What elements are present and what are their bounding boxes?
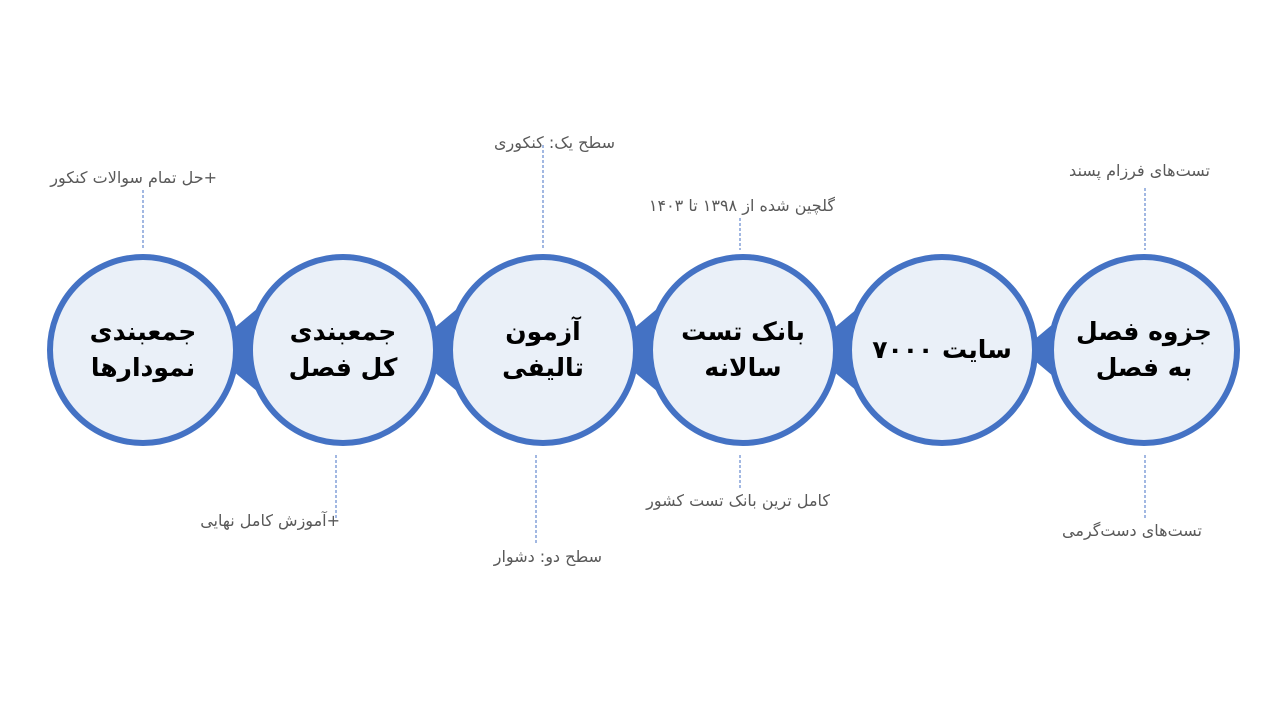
step-3-circle <box>647 254 839 446</box>
step-4-top-note: سطح یک: کنکوری <box>494 133 615 152</box>
step-1-circle <box>1048 254 1240 446</box>
step-1-title: جزوه فصل به فصل <box>1076 317 1212 382</box>
step-1-bottom-note: تست‌های دست‌گرمی <box>1062 521 1202 540</box>
step-1-top-note: تست‌های فرزام پسند <box>1069 161 1210 180</box>
step-6-top-note: +حل تمام سوالات کنکور <box>50 168 217 187</box>
step-4-title: آزمون تالیفی <box>502 317 584 382</box>
step-6-title: جمعبندی نمودارها <box>89 317 197 382</box>
step-5-circle <box>247 254 439 446</box>
step-4-bottom-note: سطح دو: دشوار <box>493 547 602 566</box>
step-6-circle <box>47 254 239 446</box>
step-4-circle <box>447 254 639 446</box>
step-5-title: جمعبندی کل فصل <box>288 317 398 382</box>
step-3-title: بانک تست سالانه <box>681 317 805 382</box>
step-2-circle <box>846 254 1038 446</box>
step-5-bottom-note: +آموزش کامل نهایی <box>200 511 340 530</box>
step-3-bottom-note: کامل ترین بانک تست کشور <box>646 491 830 510</box>
step-3-top-note: گلچین شده از ۱۳۹۸ تا ۱۴۰۳ <box>648 196 835 215</box>
step-2-title: سایت ۷۰۰۰ <box>872 335 1012 364</box>
